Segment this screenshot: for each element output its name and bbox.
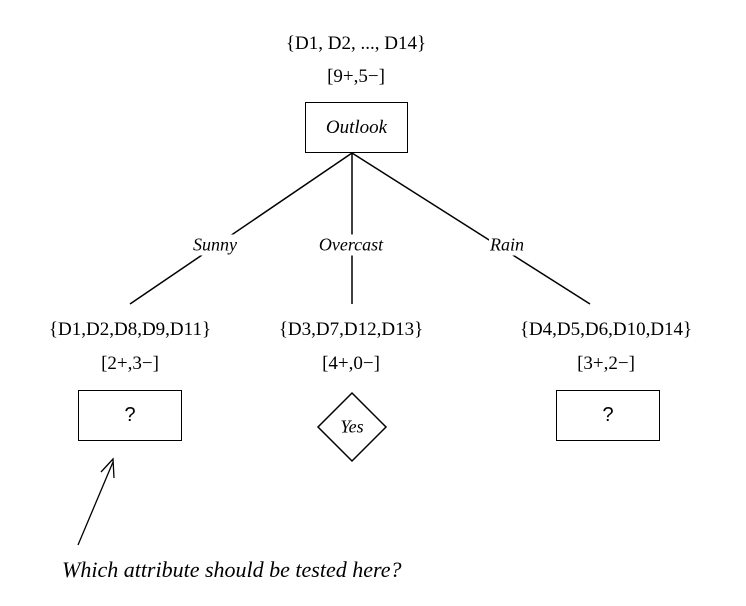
root-node-outlook: Outlook bbox=[305, 102, 408, 153]
rain-node-label: ? bbox=[602, 404, 614, 426]
root-class-counts: [9+,5−] bbox=[327, 66, 385, 87]
yes-leaf-diamond bbox=[316, 391, 388, 463]
edge-rain bbox=[351, 152, 591, 305]
annotation-arrow-head bbox=[100, 457, 115, 479]
annotation-arrow-shaft bbox=[77, 461, 114, 546]
rain-unknown-node: ? bbox=[556, 390, 660, 441]
sunny-node-label: ? bbox=[124, 404, 136, 426]
edge-label-rain: Rain bbox=[489, 234, 525, 256]
overcast-leaf-label: Yes bbox=[340, 416, 364, 437]
root-example-set: {D1, D2, ..., D14} bbox=[285, 33, 427, 54]
edge-label-sunny: Sunny bbox=[192, 234, 238, 256]
rain-class-counts: [3+,2−] bbox=[577, 353, 635, 374]
edge-label-overcast: Overcast bbox=[317, 234, 385, 256]
annotation-question: Which attribute should be tested here? bbox=[62, 557, 402, 582]
overcast-class-counts: [4+,0−] bbox=[322, 353, 380, 374]
overcast-example-set: {D3,D7,D12,D13} bbox=[278, 319, 424, 340]
sunny-unknown-node: ? bbox=[78, 390, 182, 441]
edge-sunny bbox=[129, 152, 353, 305]
rain-example-set: {D4,D5,D6,D10,D14} bbox=[519, 319, 693, 340]
sunny-example-set: {D1,D2,D8,D9,D11} bbox=[48, 319, 212, 340]
sunny-class-counts: [2+,3−] bbox=[101, 353, 159, 374]
root-attribute-label: Outlook bbox=[325, 116, 388, 138]
